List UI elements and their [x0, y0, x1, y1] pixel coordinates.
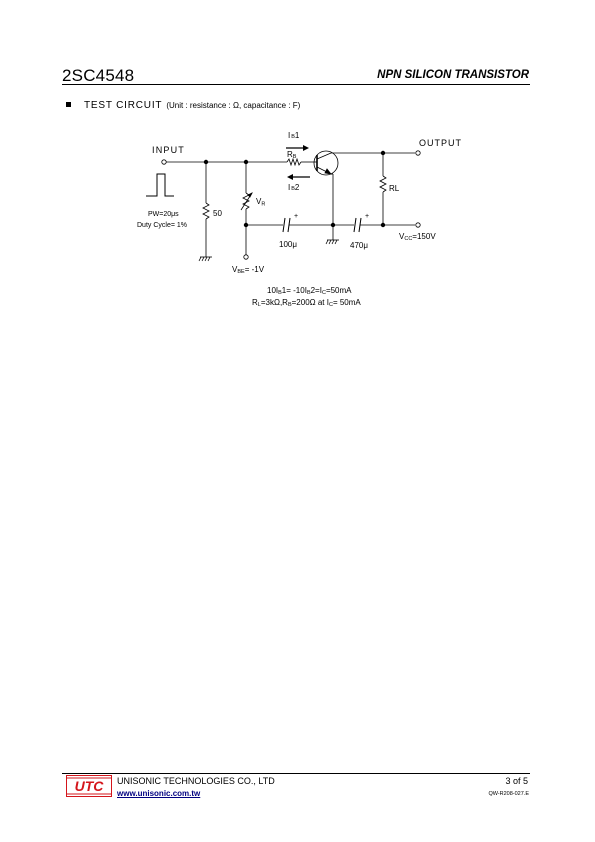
resistor-rb-symbol [286, 157, 302, 167]
resistor-50-label: 50 [213, 209, 222, 218]
output-terminal [415, 150, 421, 156]
condition-resistance-label: RL=3kΩ,RB=200Ω at IC= 50mA [252, 298, 361, 308]
condition-current-label: 10IB1= -10IB2=IC=50mA [267, 286, 352, 296]
document-type: NPN SILICON TRANSISTOR [377, 69, 529, 81]
npn-transistor-symbol [313, 150, 339, 176]
input-label: INPUT [152, 145, 185, 155]
capacitor-470u-plate [353, 217, 357, 233]
arrowhead-icon [247, 192, 253, 198]
duty-cycle-label: Duty Cycle= 1% [137, 222, 187, 229]
page-number: 3 of 5 [505, 776, 528, 786]
ib1-label: IB1 [288, 131, 300, 140]
cap-470u-polarity: + [365, 213, 369, 220]
arrowhead-icon [303, 145, 309, 151]
resistor-50-symbol [202, 202, 210, 220]
vcc-label: VCC=150V [399, 232, 436, 242]
vcc-terminal [415, 222, 421, 228]
input-terminal [161, 159, 167, 165]
output-label: OUTPUT [419, 138, 462, 148]
ib2-label: IB2 [288, 183, 300, 192]
capacitor-100u-plate [282, 217, 286, 233]
part-number: 2SC4548 [62, 66, 135, 85]
cap-100u-polarity: + [294, 213, 298, 220]
section-title: TEST CIRCUIT [84, 100, 163, 111]
svg-text:UTC: UTC [75, 778, 105, 794]
vr-label: VR [256, 197, 265, 208]
header-rule [62, 84, 530, 85]
emitter-arrow-icon [324, 168, 332, 175]
utc-logo: UTC [66, 775, 112, 797]
transistor-collector [316, 152, 332, 160]
cap-100u-label: 100μ [279, 240, 297, 249]
rl-label: RL [389, 184, 400, 193]
company-website-link[interactable]: www.unisonic.com.tw [117, 789, 201, 798]
company-name: UNISONIC TECHNOLOGIES CO., LTD [117, 776, 275, 786]
square-bullet-icon [66, 102, 71, 107]
resistor-rl-symbol [379, 175, 387, 193]
rb-label: RB [287, 150, 297, 160]
unit-note: (Unit : resistance : Ω, capacitance : F) [166, 101, 301, 110]
cap-470u-label: 470μ [350, 241, 368, 250]
ground-icon [198, 256, 212, 262]
pulse-waveform-icon [146, 173, 174, 197]
vbe-label: VBE= -1V [232, 265, 265, 275]
arrowhead-icon [287, 174, 293, 180]
pulse-width-label: PW=20μs [148, 211, 179, 218]
document-code: QW-R208-027.E [488, 791, 529, 797]
section-heading: TEST CIRCUIT (Unit : resistance : Ω, cap… [66, 100, 300, 111]
vbe-terminal [243, 254, 249, 260]
footer-rule [62, 773, 530, 774]
ground-icon [325, 239, 339, 245]
